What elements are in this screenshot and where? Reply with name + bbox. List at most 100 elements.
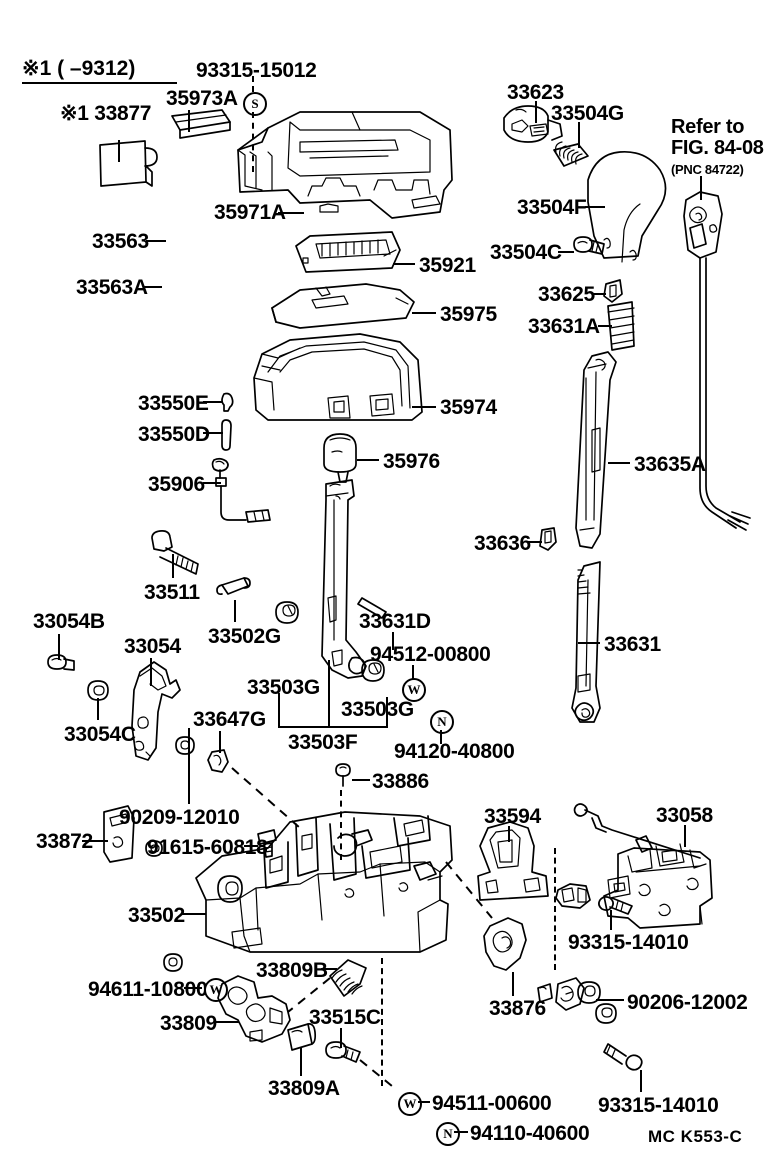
leader-35976 — [357, 459, 379, 461]
diagram-header-note: ※1 ( –9312) — [22, 57, 136, 80]
dash-right-drop — [554, 848, 556, 970]
part-label-33504F: 33504F — [517, 196, 587, 219]
dash-33647G-to-33502 — [231, 767, 301, 829]
part-33809A-illustration — [287, 1023, 317, 1051]
part-label-33647G: 33647G — [193, 708, 266, 731]
leader-33809A — [300, 1048, 302, 1076]
part-label-93315-14010-upper: 93315-14010 — [568, 931, 689, 954]
part-33504C-illustration — [573, 236, 605, 255]
part-94611-10800-washer-illustration — [163, 953, 183, 972]
leader-35973A-v — [188, 110, 190, 132]
part-33550D-illustration — [221, 419, 232, 451]
part-label-33550E: 33550E — [138, 392, 209, 415]
part-33809B-illustration — [329, 959, 367, 997]
part-33625-illustration — [603, 279, 623, 303]
refer-pnc-note: (PNC 84722) — [671, 162, 744, 177]
leader-33635A — [608, 462, 630, 464]
part-label-33631A: 33631A — [528, 315, 600, 338]
part-33503G-right-illustration — [361, 659, 385, 682]
part-label-33623: 33623 — [507, 81, 564, 104]
part-33054B-illustration — [47, 654, 75, 671]
dash-93315-15012b — [252, 112, 254, 172]
leader-33647G — [219, 731, 221, 753]
leader-33563A — [144, 286, 162, 288]
bracket-33503F-r — [386, 697, 388, 727]
diagram-footer-code: MC K553-C — [648, 1127, 743, 1146]
part-33886-illustration — [335, 763, 351, 787]
dash-33809B-to-33809 — [287, 977, 331, 1013]
part-label-33515C: 33515C — [309, 1006, 381, 1029]
part-label-33563: 33563 — [92, 230, 149, 253]
leader-33872 — [82, 840, 108, 842]
part-33502G-illustration — [216, 577, 251, 596]
leader-refer — [700, 176, 702, 200]
leader-33550E — [203, 401, 223, 403]
part-label-33054C: 33054C — [64, 723, 136, 746]
part-33631D-illustration — [357, 597, 387, 619]
leader-33058 — [684, 825, 686, 847]
dash-33876-to-33502 — [445, 861, 493, 919]
part-label-90206-12002: 90206-12002 — [627, 991, 748, 1014]
dash-33515C-to-center — [359, 1059, 393, 1087]
part-label-33631D: 33631D — [359, 610, 431, 633]
part-label-33502G: 33502G — [208, 625, 281, 648]
part-35973A-illustration — [171, 109, 231, 139]
part-label-33809A: 33809A — [268, 1077, 340, 1100]
part-33515C-illustration — [325, 1041, 361, 1063]
part-label-94120-40800: 94120-40800 — [394, 740, 515, 763]
part-label-33872: 33872 — [36, 830, 93, 853]
part-33636-illustration — [539, 527, 557, 551]
leader-33623 — [535, 101, 537, 123]
header-underline — [22, 82, 177, 84]
leader-33631A — [598, 325, 612, 327]
leader-33563 — [146, 240, 166, 242]
part-label-33636: 33636 — [474, 532, 531, 555]
part-pnc-84722-cable-illustration — [683, 191, 751, 531]
part-33054-illustration — [131, 661, 181, 761]
part-33872-illustration — [103, 805, 135, 863]
part-33058-illustration — [573, 803, 713, 929]
leader-33550D — [203, 432, 223, 434]
leader-94110 — [454, 1131, 468, 1133]
part-33877-illustration — [99, 140, 158, 187]
part-35906-illustration — [211, 457, 271, 523]
leader-33504C — [558, 251, 574, 253]
leader-94511 — [418, 1101, 430, 1103]
part-33635A-illustration — [575, 351, 617, 549]
part-33623-illustration — [503, 105, 563, 143]
leader-33876 — [512, 972, 514, 996]
part-label-33594: 33594 — [484, 805, 541, 828]
part-label-33502: 33502 — [128, 904, 185, 927]
part-label-35971A: 35971A — [214, 201, 286, 224]
part-33594-illustration — [477, 821, 549, 901]
leader-35921 — [393, 263, 415, 265]
leader-33877 — [118, 140, 120, 162]
leader-33054C — [97, 698, 99, 720]
leader-33631D — [392, 632, 394, 650]
part-33631A-illustration — [607, 301, 635, 351]
part-label-33504C: 33504C — [490, 241, 562, 264]
part-label-33563A: 33563A — [76, 276, 148, 299]
part-35921-illustration — [295, 231, 401, 273]
leader-33809 — [215, 1021, 239, 1023]
symbol-w-94511-icon: W — [398, 1092, 422, 1116]
part-35971A-illustration — [237, 111, 453, 219]
part-label-35974: 35974 — [440, 396, 497, 419]
part-label-35906: 35906 — [148, 473, 205, 496]
part-33504G-illustration — [553, 141, 589, 167]
part-33809-illustration — [217, 975, 291, 1043]
part-93315-14010-upper-illustration — [598, 896, 633, 915]
part-90209-12010-illustration — [175, 736, 195, 755]
part-33511-illustration — [151, 530, 199, 575]
symbol-n-94120-icon: N — [430, 710, 454, 734]
leader-33054B — [58, 634, 60, 660]
symbol-w-94512-icon: W — [402, 678, 426, 702]
leader-33625 — [592, 293, 606, 295]
symbol-s-icon: S — [243, 92, 267, 116]
part-label-35921: 35921 — [419, 254, 476, 277]
part-93315-14010-lower-illustration — [603, 1043, 643, 1071]
dash-33886-drop — [340, 790, 342, 860]
part-35975-illustration — [271, 283, 415, 329]
